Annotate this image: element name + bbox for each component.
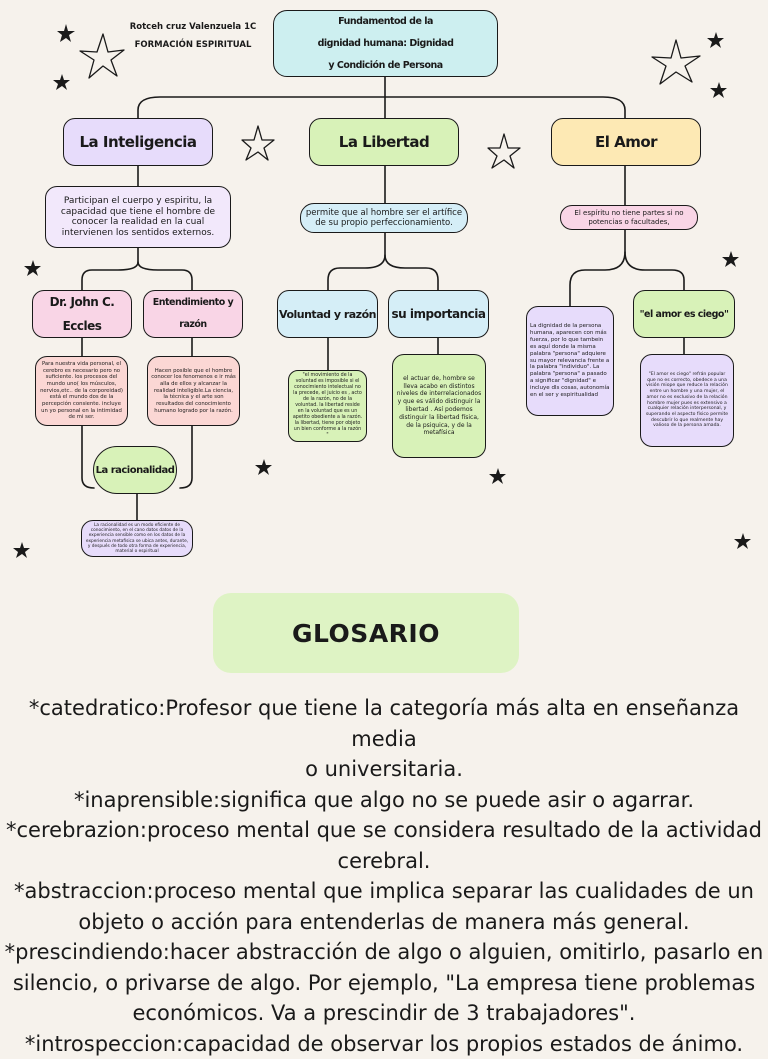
libertad-node: La Libertad	[309, 118, 459, 166]
importancia-text: el actuar de, hombre se lleva acabo en d…	[392, 354, 486, 458]
glossary-line: o universitaria.	[0, 754, 768, 785]
glossary-line: silencio, o privarse de algo. Por ejempl…	[0, 968, 768, 999]
amor-node: El Amor	[551, 118, 701, 166]
amor-description: El espíritu no tiene partes si no potenc…	[560, 205, 698, 230]
amor-ciego-node: "el amor es ciego"	[633, 290, 735, 338]
glossary-line: cerebral.	[0, 846, 768, 877]
glossary-line: *cerebrazion:proceso mental que se consi…	[0, 815, 768, 846]
inteligencia-label: La Inteligencia	[79, 133, 196, 151]
subject-label: FORMACIÓN ESPIRITUAL	[128, 36, 258, 54]
author-name: Rotceh cruz Valenzuela 1C	[128, 18, 258, 36]
glossary-line: *prescindiendo:hacer abstracción de algo…	[0, 937, 768, 968]
title-line-3: y Condición de Persona	[328, 55, 442, 77]
author-block: Rotceh cruz Valenzuela 1C FORMACIÓN ESPI…	[128, 18, 258, 54]
voluntad-node: Voluntad y razón	[277, 290, 378, 338]
importancia-node: su importancia	[388, 290, 489, 338]
amor-ciego-text: "El amor es ciego" refrán popular que no…	[640, 354, 734, 447]
title-line-1: Fundamentod de la	[338, 11, 433, 33]
glossary-line: *catedratico:Profesor que tiene la categ…	[0, 693, 768, 754]
entendimiento-text: Hacen posible que el hombre conocer los …	[147, 356, 240, 426]
amor-label: El Amor	[595, 133, 657, 151]
eccles-text: Para nuestra vida personal, el cerebro e…	[35, 356, 128, 426]
inteligencia-description: Participan el cuerpo y espiritu, la capa…	[45, 186, 231, 248]
libertad-label: La Libertad	[339, 133, 429, 151]
racionalidad-node: La racionalidad	[93, 446, 177, 494]
racionalidad-text: La racionalidad es un modo eficiente de …	[81, 520, 193, 557]
glossary-line: *abstraccion:proceso mental que implica …	[0, 876, 768, 907]
dignidad-text: La dignidad de la persona humana, aparec…	[526, 306, 614, 416]
title-line-2: dignidad humana: Dignidad	[318, 33, 454, 55]
glossary-heading-box: GLOSARIO	[213, 593, 519, 673]
glossary-line: *introspeccion:capacidad de observar los…	[0, 1029, 768, 1059]
title-box: Fundamentod de la dignidad humana: Digni…	[273, 10, 498, 77]
eccles-node: Dr. John C. Eccles	[32, 290, 132, 338]
inteligencia-node: La Inteligencia	[63, 118, 213, 166]
libertad-description: permite que al hombre ser el artífice de…	[300, 203, 468, 233]
glossary-heading: GLOSARIO	[292, 619, 440, 648]
voluntad-text: "el movimiento de la voluntad es imposib…	[288, 370, 367, 442]
glossary-line: *inaprensible:significa que algo no se p…	[0, 785, 768, 816]
glossary-list: *catedratico:Profesor que tiene la categ…	[0, 693, 768, 1059]
entendimiento-node: Entendimiento y razón	[143, 290, 243, 338]
glossary-line: objeto o acción para entenderlas de mane…	[0, 907, 768, 938]
